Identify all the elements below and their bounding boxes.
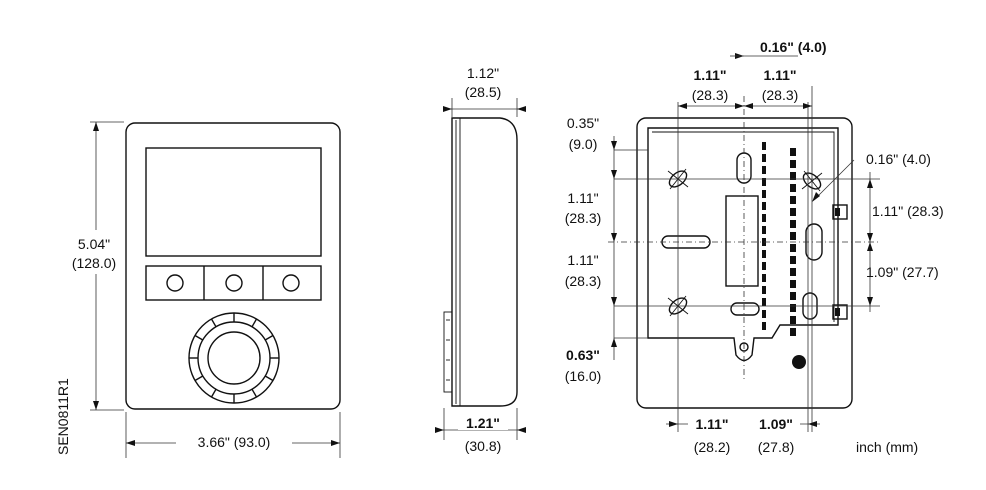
vent-slot [762,142,766,150]
side-clip [443,311,453,393]
button-middle-icon [225,274,243,292]
back-bottom-left-label: 1.11" [695,416,728,432]
back-right-1-label: 0.16" (4.0) [866,151,931,167]
back-left-2-label: 1.11" [567,190,598,206]
vent-slot [790,232,796,240]
vent-slot [790,328,796,336]
knob-grip-tick [194,375,204,382]
knob-grip-tick [210,318,217,328]
front-height-label: 5.04" [78,236,110,252]
back-top-left-mm-label: (28.3) [692,87,729,103]
vent-slot [762,262,766,270]
front-width-label: 3.66" (93.0) [198,434,271,450]
vent-slot [762,166,766,174]
back-left-3-label: 1.11" [567,252,598,268]
vent-slot [762,178,766,186]
back-left-4-mm-label: (16.0) [565,368,602,384]
vent-slot [790,304,796,312]
vent-slot [790,172,796,180]
knob-grip-tick [251,318,258,328]
back-view: 0.16" (4.0) 1.11" (28.3) 1.11" (28.3) 0.… [556,39,944,455]
side-top-depth-mm-label: (28.5) [465,84,502,100]
front-height-mm-label: (128.0) [72,255,116,271]
back-bottom-right-mm-label: (27.8) [758,439,795,455]
vent-slot [790,148,796,156]
back-top-right-mm-label: (28.3) [762,87,799,103]
rotary-knob [188,312,280,404]
front-housing [125,122,341,410]
vent-slot [790,268,796,276]
lower-slot [730,302,760,316]
display-screen [145,147,322,257]
button-left-icon [166,274,184,292]
vent-slot [790,316,796,324]
back-right-3-label: 1.09" (27.7) [866,264,939,280]
back-top-right-label: 1.11" [763,67,796,83]
back-top-left-label: 1.11" [693,67,726,83]
back-bottom-left-mm-label: (28.2) [694,439,731,455]
back-left-2-mm-label: (28.3) [565,210,602,226]
side-bottom-depth-mm-label: (30.8) [465,438,502,454]
front-view: 5.04" (128.0) 3.66" (93.0) SEN0811R1 [55,121,341,458]
back-left-1-label: 0.35" [567,115,599,131]
side-top-depth-label: 1.12" [467,65,499,81]
vent-slot [790,196,796,204]
knob-grip-tick [264,375,274,382]
vent-slot [762,298,766,306]
back-left-1-mm-label: (9.0) [569,136,598,152]
vent-slot [790,244,796,252]
knob-grip-tick [264,334,274,341]
vent-slot [762,214,766,222]
vent-slot [762,154,766,162]
vent-slot [762,274,766,282]
vent-slot [790,256,796,264]
side-bottom-depth-label: 1.21" [466,415,500,431]
back-left-3-mm-label: (28.3) [565,273,602,289]
vent-slot [762,310,766,318]
vent-slot [790,292,796,300]
vent-slot [790,184,796,192]
vent-slot [790,220,796,228]
vent-slot [762,322,766,330]
vent-slot [790,160,796,168]
back-right-2-label: 1.11" (28.3) [872,203,944,219]
terminal-upper [832,204,848,220]
vent-slot [790,280,796,288]
drawing-code: SEN0811R1 [55,378,71,455]
button-bar [145,265,322,301]
vent-slot [790,208,796,216]
center-opening [725,195,759,287]
back-left-4-label: 0.63" [566,347,600,363]
vent-slot [762,202,766,210]
vent-slot [762,250,766,258]
vent-slot [762,226,766,234]
vent-strips [762,142,796,336]
back-bottom-right-label: 1.09" [759,416,793,432]
side-view: 1.12" (28.5) 1.21" (30.8) [435,65,526,454]
units-label: inch (mm) [856,439,918,455]
knob-grip-tick [251,388,258,398]
vent-slot [762,286,766,294]
knob-grip-tick [194,334,204,341]
terminal-lower [832,304,848,320]
back-top-offset-label: 0.16" (4.0) [760,39,827,55]
vent-slot [762,190,766,198]
led-dot [792,355,806,369]
knob-grip-tick [210,388,217,398]
button-right-icon [282,274,300,292]
back-housing [636,117,853,409]
mounting-plate [647,127,839,362]
side-housing [451,117,518,407]
